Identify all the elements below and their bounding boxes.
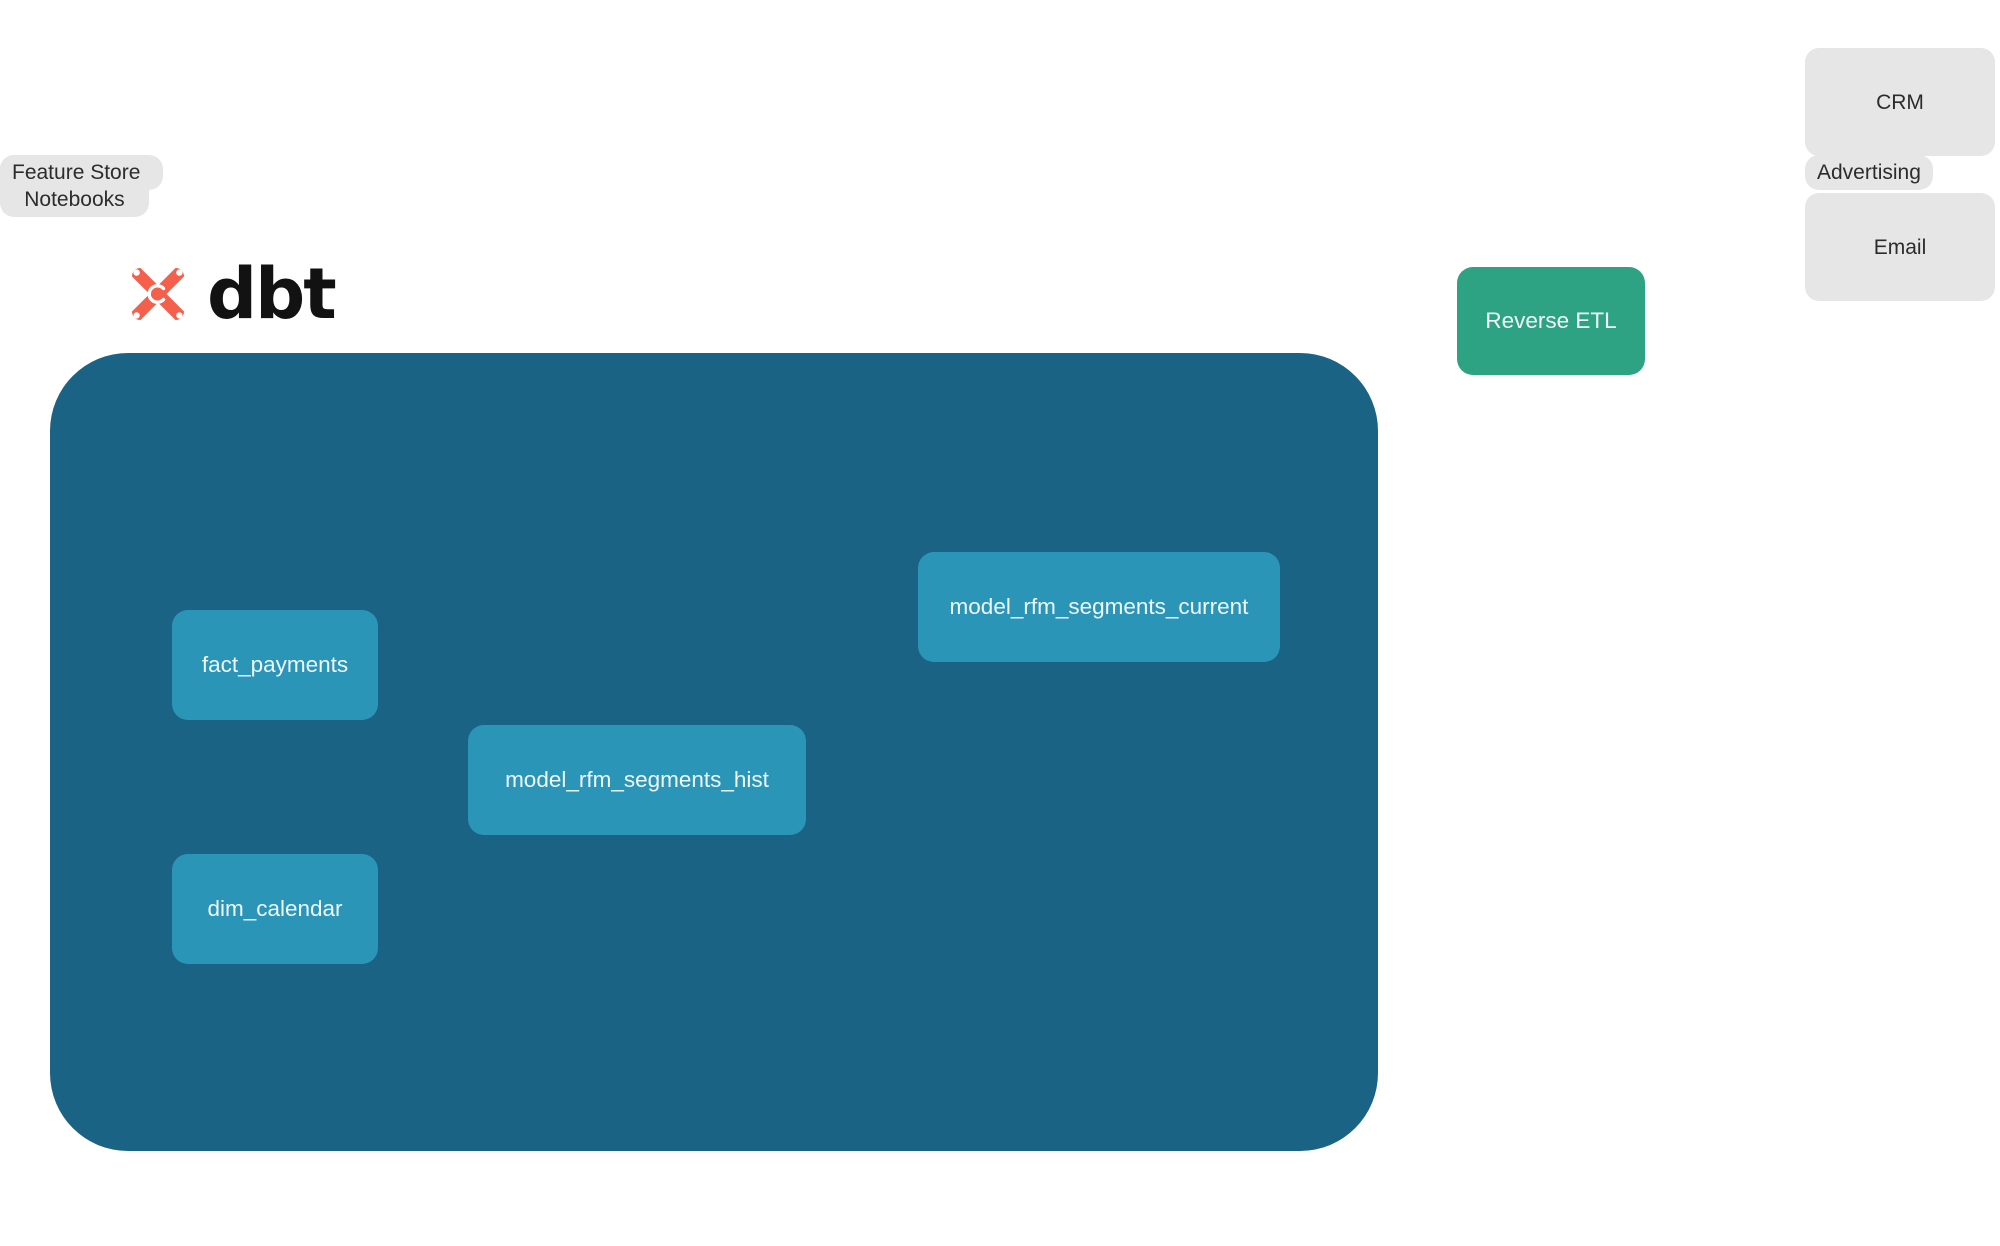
node-dim-calendar[interactable]: dim_calendar — [172, 854, 378, 964]
node-advertising[interactable]: Advertising — [1805, 155, 1933, 190]
dbt-logo-icon — [122, 258, 194, 330]
node-reverse-etl[interactable]: Reverse ETL — [1457, 267, 1645, 375]
inner-edges-layer — [377, 341, 1379, 1111]
dbt-wordmark: dbt — [207, 253, 337, 335]
node-fact-payments[interactable]: fact_payments — [172, 610, 378, 720]
node-model-rfm-segments-current[interactable]: model_rfm_segments_current — [918, 552, 1280, 662]
node-ds-line-2: Notebooks — [24, 188, 125, 211]
outer-edges-layer — [1665, 236, 2000, 1185]
node-crm[interactable]: CRM — [1805, 48, 1995, 156]
node-model-rfm-segments-hist[interactable]: model_rfm_segments_hist — [468, 725, 806, 835]
node-email[interactable]: Email — [1805, 193, 1995, 301]
node-feature-store[interactable]: Feature Store — [0, 155, 153, 190]
